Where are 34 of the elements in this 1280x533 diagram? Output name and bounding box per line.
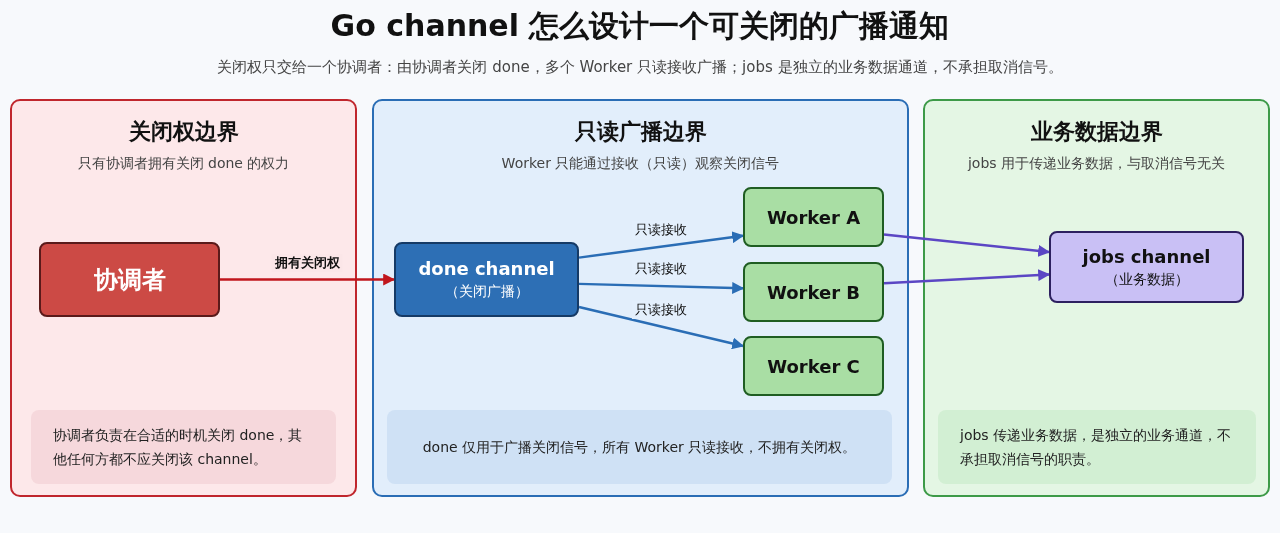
channel-box bbox=[394, 242, 579, 317]
boundary-panel bbox=[10, 99, 357, 497]
panel-subtitle: 只有协调者拥有关闭 done 的权力 bbox=[76, 155, 291, 173]
box-subtitle: （业务数据） bbox=[1104, 270, 1189, 289]
diagram-title: Go channel 怎么设计一个可关闭的广播通知 bbox=[329, 7, 951, 45]
channel-box bbox=[1049, 231, 1244, 303]
box-title: Worker C bbox=[767, 355, 860, 377]
arrow bbox=[578, 305, 745, 350]
box-title: jobs channel bbox=[1082, 245, 1211, 267]
box-subtitle: （关闭广播） bbox=[444, 283, 529, 301]
box-title: Worker B bbox=[767, 281, 860, 303]
box-title: 协调者 bbox=[93, 264, 166, 296]
worker-box bbox=[743, 187, 884, 247]
arrow bbox=[578, 281, 745, 294]
note-text: jobs 传递业务数据，是独立的业务通道，不承担取消信号的职责。 bbox=[960, 425, 1233, 469]
worker-box bbox=[743, 336, 884, 396]
boundary-panel bbox=[372, 99, 909, 497]
arrow bbox=[883, 233, 1051, 257]
panel-heading: 关闭权边界 bbox=[127, 118, 240, 146]
boundary-panel bbox=[923, 99, 1270, 497]
note-text: done 仅用于广播关闭信号，所有 Worker 只读接收，不拥有关闭权。 bbox=[422, 437, 857, 457]
panel-heading: 业务数据边界 bbox=[1029, 118, 1164, 146]
panel-subtitle: jobs 用于传递业务数据，与取消信号无关 bbox=[966, 155, 1227, 173]
panel-heading: 只读广播边界 bbox=[573, 118, 708, 146]
arrow bbox=[578, 231, 745, 259]
arrow bbox=[883, 269, 1051, 285]
subtitle: 关闭权只交给一个协调者：由协调者关闭 done，多个 Worker 只读接收广播；jobs 是独立的业务数据通道，不承担取消信号。 bbox=[216, 58, 1064, 77]
arrow bbox=[220, 273, 396, 286]
note-text: 协调者负责在合适的时机关闭 done，其他任何方都不应关闭该 channel。 bbox=[53, 425, 304, 469]
box-title: Worker A bbox=[766, 206, 861, 228]
panel-subtitle: Worker 只能通过接收（只读）观察关闭信号 bbox=[500, 155, 781, 173]
worker-box bbox=[743, 262, 884, 322]
box-title: done channel bbox=[418, 258, 555, 279]
coordinator-box bbox=[39, 242, 220, 317]
